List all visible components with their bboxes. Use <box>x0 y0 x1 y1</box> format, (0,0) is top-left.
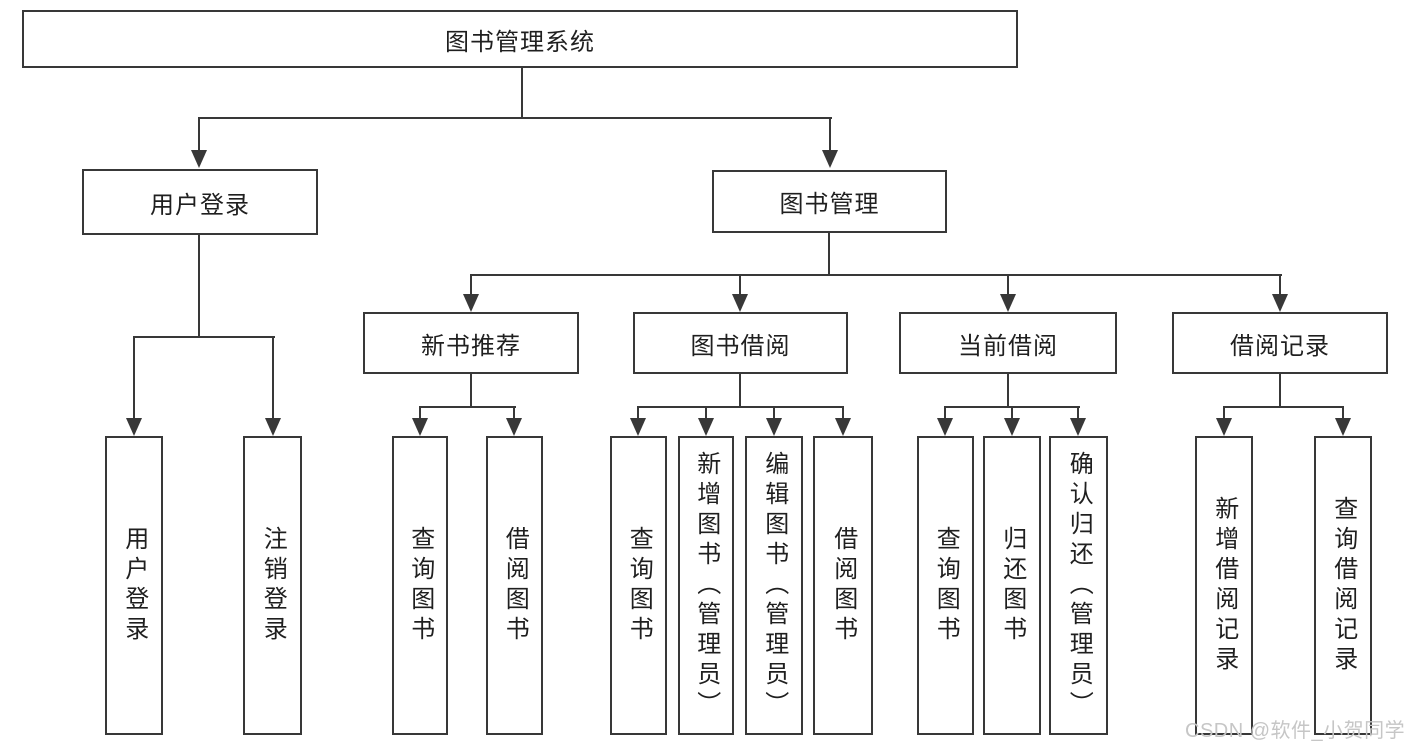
node-leaf-bw-borrow: 借阅图书 <box>813 436 873 735</box>
node-book-mgmt-label: 图书管理 <box>779 191 880 218</box>
arrow-head-icon <box>1335 418 1351 436</box>
arrow-head-icon <box>126 418 142 436</box>
node-current-label: 当前借阅 <box>958 332 1058 360</box>
connector-line <box>470 274 472 296</box>
connector-line <box>1279 274 1281 296</box>
connector-root-stem-line <box>521 68 523 119</box>
arrow-head-icon <box>1216 418 1232 436</box>
node-leaf-nb-borrow: 借阅图书 <box>486 436 543 735</box>
connector-line <box>773 406 775 420</box>
connector-line <box>842 406 844 420</box>
node-current: 当前借阅 <box>899 312 1117 374</box>
connector-line <box>1007 374 1009 408</box>
connector-line <box>470 374 472 408</box>
connector-line <box>470 274 1282 276</box>
arrow-head-icon <box>1000 294 1016 312</box>
node-leaf-rec-add: 新增借阅记录 <box>1195 436 1253 735</box>
connector-root-branch-line <box>198 117 832 119</box>
connector-line <box>1011 406 1013 420</box>
node-user-login: 用户登录 <box>82 169 318 235</box>
connector-line <box>829 117 831 152</box>
arrow-head-icon <box>937 418 953 436</box>
arrow-head-icon <box>1070 418 1086 436</box>
node-leaf-rec-query: 查询借阅记录 <box>1314 436 1372 735</box>
node-new-books: 新书推荐 <box>363 312 579 374</box>
arrow-head-icon <box>412 418 428 436</box>
leaf-label: 借阅图书 <box>501 525 529 646</box>
leaf-label: 新增图书（管理员） <box>692 450 720 721</box>
node-leaf-logout: 注销登录 <box>243 436 302 735</box>
leaf-label: 借阅图书 <box>829 525 857 646</box>
node-root: 图书管理系统 <box>22 10 1018 68</box>
connector-line <box>637 406 844 408</box>
connector-line <box>1279 374 1281 408</box>
connector-line <box>198 117 200 152</box>
leaf-label: 查询图书 <box>932 525 960 646</box>
leaf-label: 查询图书 <box>625 525 653 646</box>
leaf-label: 新增借阅记录 <box>1210 495 1238 676</box>
connector-line <box>198 235 200 338</box>
connector-line <box>419 406 421 420</box>
arrow-head-icon <box>732 294 748 312</box>
leaf-label: 用户登录 <box>120 525 148 646</box>
leaf-label: 归还图书 <box>998 525 1026 646</box>
leaf-label: 注销登录 <box>259 525 287 646</box>
connector-line <box>1077 406 1079 420</box>
arrow-head-icon <box>191 150 207 168</box>
connector-line <box>828 233 830 276</box>
csdn-watermark: CSDN @软件_小贺同学 <box>1185 720 1405 742</box>
node-root-label: 图书管理系统 <box>445 28 595 56</box>
leaf-label: 确认归还（管理员） <box>1065 450 1093 721</box>
arrow-head-icon <box>265 418 281 436</box>
arrow-head-icon <box>1272 294 1288 312</box>
node-leaf-nb-query: 查询图书 <box>392 436 448 735</box>
connector-line <box>1223 406 1344 408</box>
node-leaf-bw-query: 查询图书 <box>610 436 667 735</box>
arrow-head-icon <box>766 418 782 436</box>
node-leaf-cur-return: 归还图书 <box>983 436 1041 735</box>
arrow-head-icon <box>630 418 646 436</box>
arrow-head-icon <box>1004 418 1020 436</box>
connector-line <box>513 406 515 420</box>
connector-line <box>419 406 516 408</box>
connector-line <box>705 406 707 420</box>
node-records-label: 借阅记录 <box>1230 332 1330 360</box>
arrow-head-icon <box>463 294 479 312</box>
arrow-head-icon <box>506 418 522 436</box>
arrow-head-icon <box>835 418 851 436</box>
node-leaf-user-login: 用户登录 <box>105 436 163 735</box>
leaf-label: 编辑图书（管理员） <box>760 450 788 721</box>
node-leaf-cur-confirm: 确认归还（管理员） <box>1049 436 1108 735</box>
node-borrowing-label: 图书借阅 <box>690 332 791 360</box>
connector-line <box>1223 406 1225 420</box>
node-book-mgmt: 图书管理 <box>712 170 947 233</box>
connector-line <box>637 406 639 420</box>
node-leaf-bw-edit: 编辑图书（管理员） <box>745 436 803 735</box>
node-borrowing: 图书借阅 <box>633 312 848 374</box>
connector-line <box>739 374 741 408</box>
node-leaf-bw-add: 新增图书（管理员） <box>678 436 734 735</box>
node-records: 借阅记录 <box>1172 312 1388 374</box>
connector-line <box>739 274 741 296</box>
connector-line <box>133 336 135 420</box>
node-user-login-label: 用户登录 <box>150 191 250 219</box>
leaf-label: 查询图书 <box>406 525 434 646</box>
leaf-label: 查询借阅记录 <box>1329 495 1357 676</box>
arrow-head-icon <box>822 150 838 168</box>
node-new-books-label: 新书推荐 <box>421 332 521 360</box>
node-leaf-cur-query: 查询图书 <box>917 436 974 735</box>
connector-line <box>944 406 946 420</box>
connector-line <box>272 336 274 420</box>
connector-line <box>1342 406 1344 420</box>
connector-line <box>133 336 275 338</box>
arrow-head-icon <box>698 418 714 436</box>
connector-line <box>1007 274 1009 296</box>
